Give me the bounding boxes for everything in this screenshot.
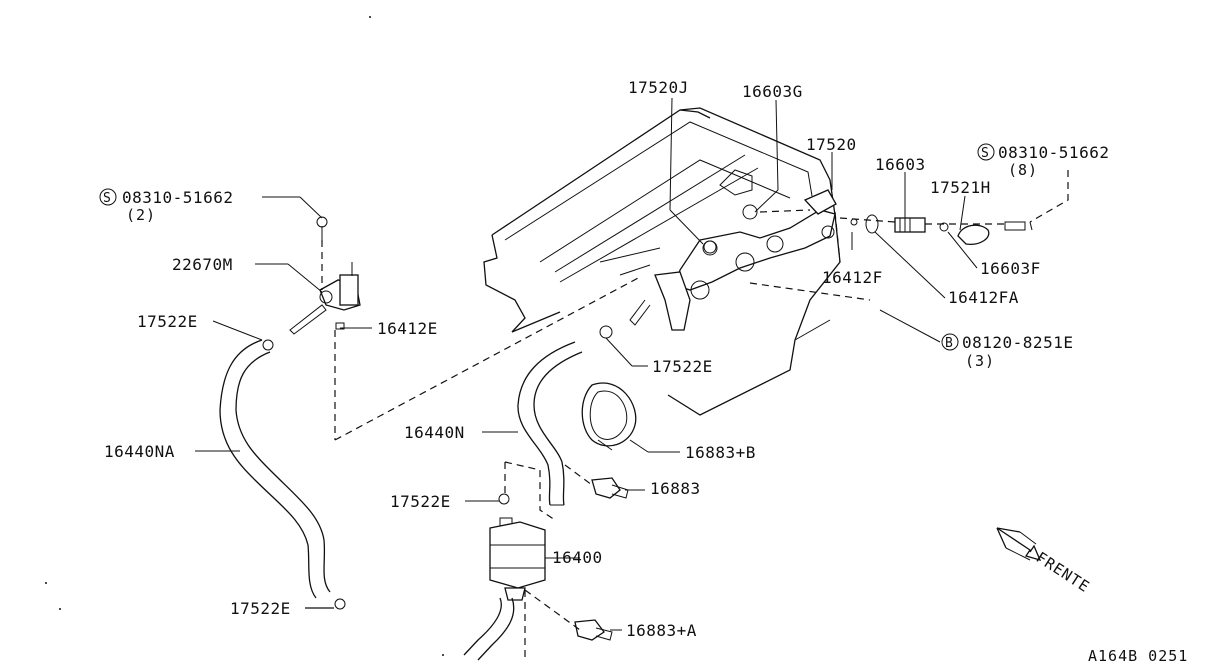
label-16883A: 16883+A: [626, 621, 697, 640]
label-22670M: 22670M: [172, 255, 233, 274]
label-17521H: 17521H: [930, 178, 991, 197]
screw-symbol: S: [981, 146, 989, 161]
clamp-16883-A: [574, 619, 613, 641]
label-08310-right: 08310-51662: [998, 143, 1109, 162]
hose-bottom: [463, 597, 515, 661]
label-08120: 08120-8251E: [962, 333, 1073, 352]
label-17522E-a: 17522E: [137, 312, 198, 331]
label-17520J: 17520J: [628, 78, 689, 97]
label-17520: 17520: [806, 135, 857, 154]
clip-17522E-b: [599, 325, 613, 339]
label-16883: 16883: [650, 479, 701, 498]
label-16412FA: 16412FA: [948, 288, 1019, 307]
label-16400: 16400: [552, 548, 603, 567]
clamp-16883: [591, 477, 629, 499]
clamp-16883-B: [581, 382, 637, 451]
label-16412E: 16412E: [377, 319, 438, 338]
pressure-regulator-right: [850, 214, 1033, 245]
front-direction-arrow-icon: [996, 527, 1042, 562]
fuel-filter-16400: [489, 517, 546, 601]
screw-marker-icon-right: S: [977, 143, 995, 161]
leader-lines: [195, 97, 978, 631]
label-16603G: 16603G: [742, 82, 803, 101]
label-17522E-d: 17522E: [230, 599, 291, 618]
label-16603: 16603: [875, 155, 926, 174]
label-08310-left: 08310-51662: [122, 188, 233, 207]
fuel-rail-assembly: [629, 189, 837, 331]
hose-16440NA: [219, 339, 346, 610]
diagram-code: A164B 0251: [1088, 647, 1188, 665]
label-16412F: 16412F: [822, 268, 883, 287]
screw-symbol-left: S: [103, 191, 111, 206]
label-16440N: 16440N: [404, 423, 465, 442]
screw-marker-icon-left: S: [99, 188, 117, 206]
label-08310-right-qty: (8): [1008, 161, 1038, 179]
speck: [59, 608, 61, 610]
label-08120-qty: (3): [965, 352, 995, 370]
speck: [442, 654, 444, 656]
label-17522E-b: 17522E: [652, 357, 713, 376]
label-08310-left-qty: (2): [126, 206, 156, 224]
label-16883B: 16883+B: [685, 443, 756, 462]
clip-17522E-c: [498, 493, 510, 505]
label-frente: FRENTE: [1033, 548, 1093, 596]
hose-16440N: [517, 341, 583, 506]
dashed-guide-lines: [321, 170, 1069, 660]
pressure-regulator-left: [289, 216, 361, 335]
label-16603F: 16603F: [980, 259, 1041, 278]
bolt-marker-icon: B: [941, 333, 959, 351]
label-17522E-c: 17522E: [390, 492, 451, 511]
speck: [45, 582, 47, 584]
bolt-symbol: B: [945, 336, 953, 351]
speck: [369, 16, 371, 18]
label-16440NA: 16440NA: [104, 442, 175, 461]
